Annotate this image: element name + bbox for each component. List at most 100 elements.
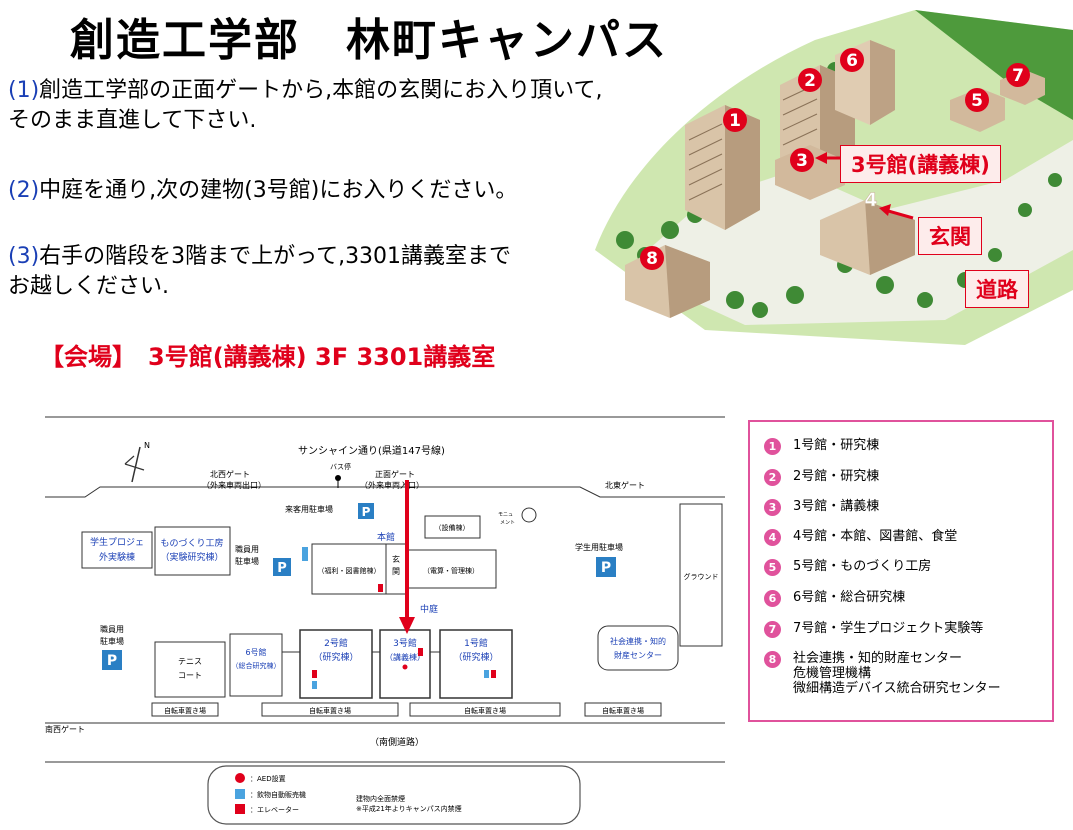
direction-3: (3)右手の階段を3階まで上がって,3301講義室まで お越しください.	[8, 242, 511, 302]
aerial-view: 1 2 3 4 6 5 7 8	[595, 10, 1073, 345]
nw-gate-label: 北西ゲート	[210, 469, 250, 479]
legend-number-3: 3	[764, 499, 781, 516]
social-center-sub: 財産センター	[614, 650, 662, 660]
student-parking-label: 学生用駐車場	[575, 542, 623, 552]
legend-text-8-line-3: 微細構造デバイス統合研究センター	[793, 681, 1001, 696]
bike-parking-2: 自転車置き場	[309, 706, 351, 715]
staff-parking-1-label: 職員用	[235, 545, 259, 554]
parking-icon-staff-2	[102, 650, 122, 670]
student-project-name: 学生プロジェ	[90, 536, 144, 548]
vending-legend-icon	[235, 789, 245, 799]
b1-sub: （研究棟）	[453, 651, 498, 663]
elevator-icon-b3	[418, 648, 423, 656]
aerial-number-7: 7	[1012, 66, 1024, 86]
legend-text-4: 4号館・本館、図書館、食堂	[793, 529, 958, 544]
monument-label-2: メント	[500, 520, 515, 526]
legend-number-2: 2	[764, 469, 781, 486]
aed-legend-icon	[235, 773, 245, 783]
direction-1-line-2: そのまま直進して下さい.	[8, 108, 257, 133]
b3-sub: （講義棟）	[385, 652, 425, 662]
tennis-label-2: コート	[178, 671, 202, 680]
ne-gate-label: 北東ゲート	[605, 480, 645, 490]
aerial-label-road: 道路	[965, 270, 1029, 308]
social-center-name: 社会連携・知的	[610, 636, 666, 646]
b1-name: 1号館	[464, 637, 488, 649]
welfare-label: （福利・図書館棟）	[318, 566, 381, 575]
map-legend	[207, 765, 581, 825]
b6-name: 6号館	[245, 647, 266, 657]
aed-icon-b3	[402, 664, 408, 670]
page-title: 創造工学部 林町キャンパス	[70, 15, 668, 66]
legend-text-5: 5号館・ものづくり工房	[793, 559, 932, 574]
elevator-icon-b1	[491, 670, 496, 678]
legend-number-6: 6	[764, 590, 781, 607]
main-gate-sub: （外来車両入口）	[360, 480, 424, 490]
legend-aed-label: ：AED設置	[250, 774, 286, 783]
entrance-label-1: 玄	[392, 554, 400, 564]
legend-text-2: 2号館・研究棟	[793, 469, 880, 484]
aerial-number-5: 5	[971, 91, 983, 111]
direction-3-line-2: お越しください.	[8, 274, 169, 299]
south-road-label: （南側道路）	[370, 736, 424, 748]
vending-icon-b1	[484, 670, 489, 678]
north-arrow: N	[124, 441, 150, 483]
legend-item-5: 5 5号館・ものづくり工房	[764, 559, 931, 576]
parking-mark-staff-2: P	[107, 653, 117, 669]
legend-text-3: 3号館・講義棟	[793, 499, 880, 514]
parking-mark-student: P	[601, 560, 611, 576]
aerial-number-4: 4	[864, 189, 877, 211]
visitor-parking-label: 来客用駐車場	[285, 504, 333, 514]
monozukuri-sub: （実験研究棟）	[160, 551, 223, 563]
legend-text-7: 7号館・学生プロジェクト実験等	[793, 621, 984, 636]
smoking-line-1: 建物内全面禁煙	[356, 794, 405, 803]
student-project-sub: 外実験棟	[99, 551, 135, 563]
direction-1-line-1: 創造工学部の正面ゲートから,本館の玄関にお入り頂いて,	[39, 78, 603, 103]
honkan-label: 本館	[377, 531, 395, 543]
aerial-number-3: 3	[796, 151, 808, 171]
legend-number-8: 8	[764, 651, 781, 668]
sw-gate-label: 南西ゲート	[45, 724, 85, 734]
direction-2-line-1: 中庭を通り,次の建物(3号館)にお入りください。	[39, 178, 518, 203]
nakaniwa-label: 中庭	[420, 603, 438, 615]
ground-label: グラウンド	[684, 572, 719, 581]
legend-item-2: 2 2号館・研究棟	[764, 469, 879, 486]
b3-name: 3号館	[393, 637, 417, 649]
venue-text: 【会場】 3号館(講義棟) 3F 3301講義室	[40, 343, 496, 371]
north-label: N	[144, 441, 150, 450]
parking-icon-visitor	[358, 503, 374, 519]
aerial-number-6: 6	[846, 51, 858, 71]
aerial-number-2: 2	[804, 71, 816, 91]
legend-elevator-label: ：エレベーター	[250, 805, 299, 814]
aerial-label-entrance: 玄関	[918, 217, 982, 255]
aerial-numbers: 1 2 3 4 6 5 7 8	[640, 48, 1030, 270]
top-road-label: サンシャイン通り(県道147号線)	[298, 444, 445, 457]
bike-parking-4: 自転車置き場	[602, 706, 644, 715]
legend-item-3: 3 3号館・講義棟	[764, 499, 879, 516]
aerial-label-building3: 3号館(講義棟)	[840, 145, 1001, 183]
main-gate-label: 正面ゲート	[375, 469, 415, 479]
vending-icon	[302, 547, 308, 561]
direction-3-number: (3)	[8, 244, 40, 269]
b6-sub: （総合研究棟）	[232, 661, 281, 670]
nw-gate-sub: （外来車両出口）	[202, 480, 266, 490]
direction-3-line-1: 右手の階段を3階まで上がって,3301講義室まで	[39, 244, 512, 269]
legend-text-6: 6号館・総合研究棟	[793, 590, 906, 605]
parking-icon-staff-1	[273, 558, 291, 576]
legend-text-1: 1号館・研究棟	[793, 438, 880, 453]
b2-sub: （研究棟）	[313, 651, 358, 663]
elevator-legend-icon	[235, 804, 245, 814]
legend-text-8: 社会連携・知的財産センター危機管理機構微細構造デバイス統合研究センター	[793, 651, 1001, 696]
legend-number-5: 5	[764, 559, 781, 576]
parking-mark-visitor: P	[362, 505, 371, 519]
monument-label-1: モニュ	[498, 512, 513, 518]
legend-item-8: 8 社会連携・知的財産センター危機管理機構微細構造デバイス統合研究センター	[764, 651, 1001, 696]
elevator-icon-honkan	[378, 584, 383, 592]
monozukuri-name: ものづくり工房	[160, 537, 223, 549]
tennis-label-1: テニス	[178, 657, 202, 666]
legend-text-8-line-2: 危機管理機構	[793, 666, 872, 681]
legend-item-6: 6 6号館・総合研究棟	[764, 590, 905, 607]
